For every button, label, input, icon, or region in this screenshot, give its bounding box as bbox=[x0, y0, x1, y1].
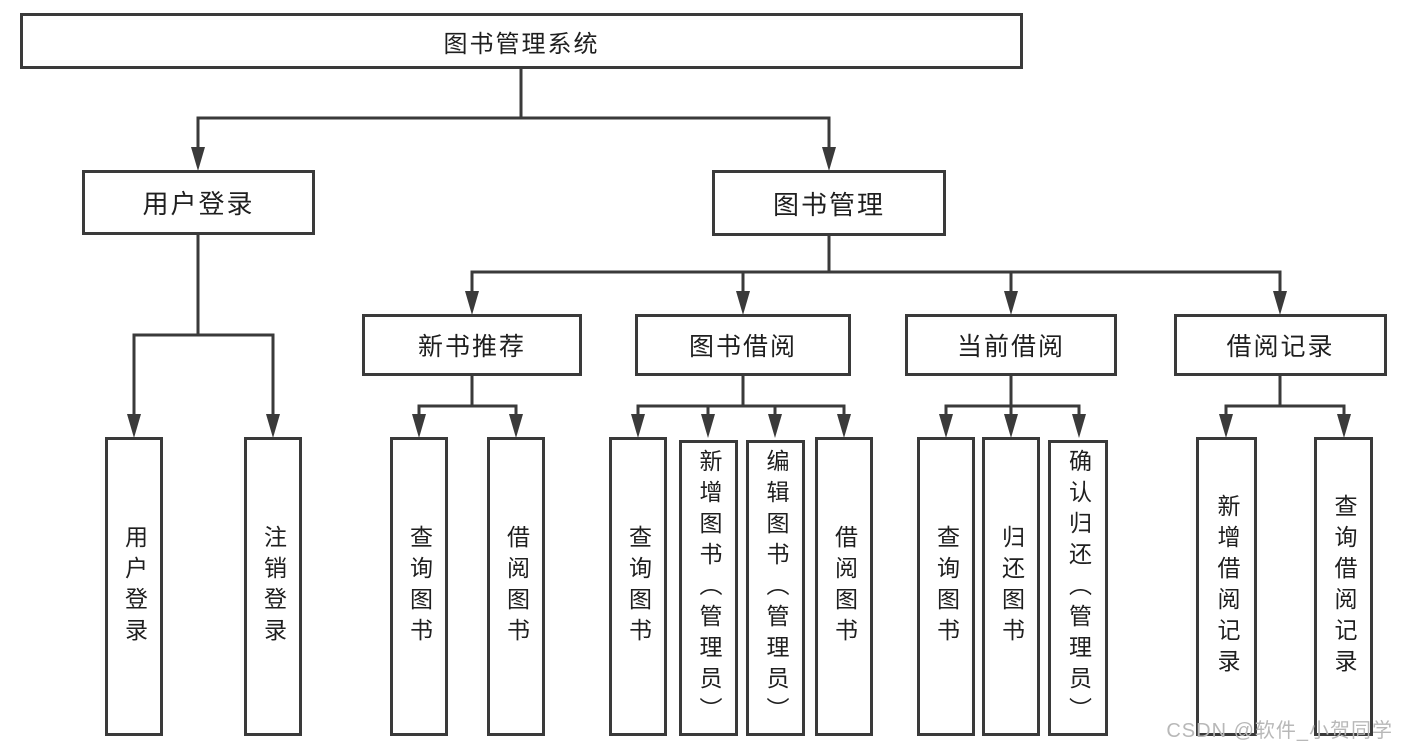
connector-userlogin-to-leaves bbox=[132, 235, 275, 418]
arrowhead-icon bbox=[1219, 414, 1233, 438]
csdn-watermark: CSDN @软件_小贺同学 bbox=[1166, 720, 1393, 742]
leaf-label: 查询图书 bbox=[406, 524, 433, 649]
node-new-book-recommend: 新书推荐 bbox=[362, 314, 582, 376]
leaf-label: 归还图书 bbox=[998, 524, 1025, 649]
arrowhead-icon bbox=[412, 414, 426, 438]
leaf-label: 注销登录 bbox=[260, 524, 287, 649]
leaf-label: 新增借阅记录 bbox=[1214, 493, 1240, 680]
node-leaf-return-book: 归还图书 bbox=[982, 437, 1040, 736]
leaf-label: 借阅图书 bbox=[831, 524, 858, 649]
node-book-management-label: 图书管理 bbox=[772, 189, 885, 220]
arrowhead-icon bbox=[631, 414, 645, 438]
arrowhead-icon bbox=[465, 291, 479, 315]
arrowhead-icon bbox=[768, 414, 782, 438]
connector-records-to-leaves bbox=[1224, 376, 1346, 418]
arrowhead-icon bbox=[939, 414, 953, 438]
node-leaf-user-login: 用户登录 bbox=[105, 437, 163, 736]
node-leaf-borrow-books-2: 借阅图书 bbox=[815, 437, 873, 736]
leaf-label: 查询借阅记录 bbox=[1331, 493, 1357, 680]
node-user-login: 用户登录 bbox=[82, 170, 315, 235]
arrowhead-icon bbox=[837, 414, 851, 438]
node-leaf-query-books-2: 查询图书 bbox=[609, 437, 667, 736]
node-leaf-logout: 注销登录 bbox=[244, 437, 302, 736]
node-borrow-records-label: 借阅记录 bbox=[1226, 333, 1335, 361]
connector-newbooks-to-leaves bbox=[417, 376, 518, 418]
connector-currentborrow-to-leaves bbox=[944, 376, 1081, 418]
node-new-book-recommend-label: 新书推荐 bbox=[417, 333, 526, 361]
leaf-label: 编辑图书（管理员） bbox=[763, 448, 789, 728]
leaf-label: 借阅图书 bbox=[503, 524, 530, 649]
arrowhead-icon bbox=[266, 414, 280, 438]
node-leaf-add-book-admin: 新增图书（管理员） bbox=[679, 440, 738, 736]
connector-bookmgmt-to-level3 bbox=[470, 236, 1282, 296]
connector-bookborrow-to-leaves bbox=[636, 376, 846, 418]
node-borrow-records: 借阅记录 bbox=[1174, 314, 1387, 376]
leaf-label: 新增图书（管理员） bbox=[696, 448, 722, 728]
leaf-label: 查询图书 bbox=[933, 524, 960, 649]
arrowhead-icon bbox=[1004, 291, 1018, 315]
node-book-management: 图书管理 bbox=[712, 170, 946, 236]
node-book-borrow-label: 图书借阅 bbox=[688, 333, 797, 361]
arrowhead-icon bbox=[1337, 414, 1351, 438]
arrowhead-icon bbox=[701, 414, 715, 438]
arrowhead-icon bbox=[1072, 414, 1086, 438]
node-leaf-query-books-3: 查询图书 bbox=[917, 437, 975, 736]
arrowhead-icon bbox=[1004, 414, 1018, 438]
arrowhead-icon bbox=[822, 147, 836, 171]
node-leaf-confirm-return-admin: 确认归还（管理员） bbox=[1048, 440, 1108, 736]
arrowhead-icon bbox=[127, 414, 141, 438]
node-current-borrow: 当前借阅 bbox=[905, 314, 1117, 376]
node-current-borrow-label: 当前借阅 bbox=[956, 333, 1065, 361]
connector-root-to-level2 bbox=[196, 68, 831, 150]
node-root: 图书管理系统 bbox=[20, 13, 1023, 69]
arrowhead-icon bbox=[1273, 291, 1287, 315]
node-book-borrow: 图书借阅 bbox=[635, 314, 851, 376]
leaf-label: 查询图书 bbox=[625, 524, 652, 649]
arrowhead-icon bbox=[736, 291, 750, 315]
node-root-label: 图书管理系统 bbox=[443, 30, 600, 58]
leaf-label: 用户登录 bbox=[121, 524, 148, 649]
node-user-login-label: 用户登录 bbox=[142, 189, 255, 219]
node-leaf-add-borrow-record: 新增借阅记录 bbox=[1196, 437, 1257, 736]
leaf-label: 确认归还（管理员） bbox=[1065, 448, 1092, 728]
node-leaf-query-borrow-record: 查询借阅记录 bbox=[1314, 437, 1373, 736]
node-leaf-borrow-books-1: 借阅图书 bbox=[487, 437, 545, 736]
node-leaf-edit-book-admin: 编辑图书（管理员） bbox=[746, 440, 805, 736]
node-leaf-query-books-1: 查询图书 bbox=[390, 437, 448, 736]
arrowhead-icon bbox=[191, 147, 205, 171]
arrowhead-icon bbox=[509, 414, 523, 438]
